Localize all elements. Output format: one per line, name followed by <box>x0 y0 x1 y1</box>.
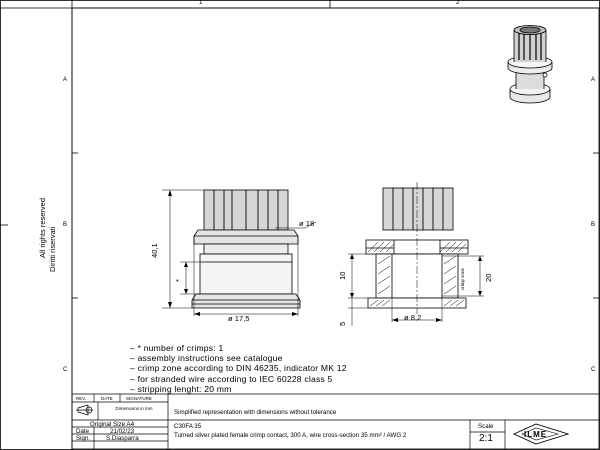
date-label: Date <box>76 428 90 435</box>
dim-diameter-17-5: ø 17,5 <box>228 314 250 323</box>
product-description: Turned silver plated female crimp contac… <box>174 432 407 439</box>
row-label-a: A <box>63 77 68 83</box>
product-code: C30FA 35 <box>174 423 202 430</box>
dim-height-10: 10 <box>338 271 347 280</box>
dimension-lines <box>162 189 484 326</box>
rights-reserved-label: All rights reserved <box>38 197 47 258</box>
dim-height-20: 20 <box>484 273 493 282</box>
row-label-a-right: A <box>591 77 596 83</box>
row-label-c: C <box>63 367 68 373</box>
dim-crimp-star: * <box>174 279 183 282</box>
title-block-lines <box>72 393 600 449</box>
note-line: – for stranded wire according to IEC 602… <box>130 373 333 384</box>
dim-height-5: 5 <box>338 321 347 326</box>
signature-header: SIGNATURE <box>126 396 152 401</box>
diritti-riservati-label: Diritti riservati <box>48 226 57 272</box>
drawing-notes: – * number of crimps: 1 – assembly instr… <box>130 343 347 394</box>
section-view <box>365 182 469 314</box>
date-value: 21/02/23 <box>110 428 135 435</box>
dim-height-40-1: 40,1 <box>150 243 159 258</box>
note-line: – stripping lenght: 20 mm <box>130 383 232 394</box>
ilme-logo-text: ILME <box>524 430 548 439</box>
dimension-arrows <box>168 190 482 322</box>
projection-symbol <box>76 404 93 416</box>
rev-header: REV. <box>76 396 87 401</box>
dimensions-in-mm-label: Dimensions in mm <box>115 406 153 411</box>
column-label-2: 2 <box>456 0 460 6</box>
front-view <box>191 189 301 309</box>
ilme-logo-icon <box>512 423 570 445</box>
row-label-b-right: B <box>591 222 596 228</box>
scale-label: Scale <box>478 423 494 430</box>
scale-value: 2:1 <box>479 433 493 444</box>
sign-label: Sign. <box>76 435 91 442</box>
column-label-1: 1 <box>199 0 203 6</box>
original-size-label: Original Size A4 <box>90 421 135 428</box>
isometric-view <box>507 25 553 104</box>
date-header: DATE <box>101 396 113 401</box>
dim-diameter-8-2: ø 8,2 <box>404 313 422 322</box>
note-line: – crimp zone according to DIN 46235, ind… <box>130 363 347 374</box>
simplified-representation-text: Simplified representation with dimension… <box>174 409 337 416</box>
sign-value: S.Diasparra <box>106 435 139 442</box>
row-label-c-right: C <box>591 367 596 373</box>
dim-diameter-18: ø 18 <box>299 219 315 228</box>
note-line: – assembly instructions see catalogue <box>130 353 283 364</box>
row-label-b: B <box>63 222 68 228</box>
note-line: – * number of crimps: 1 <box>130 343 224 353</box>
crimp-zone-label: crimp zone <box>460 267 465 290</box>
